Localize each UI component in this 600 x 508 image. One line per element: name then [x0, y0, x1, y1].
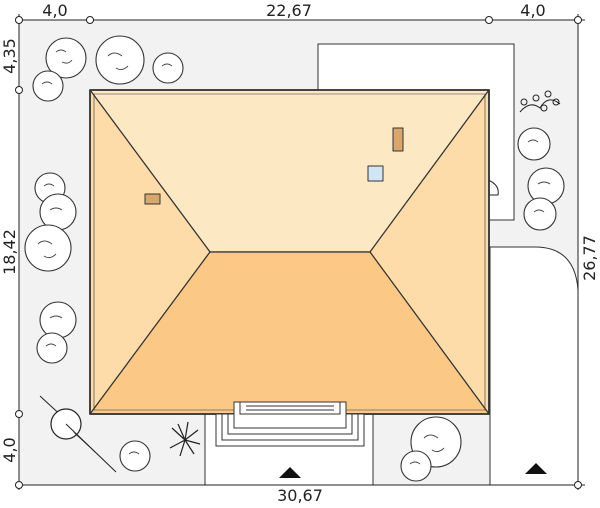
tree-icon: [24, 224, 72, 272]
house-roof: [89, 89, 490, 415]
landing-inner: [239, 401, 341, 415]
dim-node: [574, 481, 582, 489]
palm-plant-icon: [169, 421, 201, 457]
entrance-steps: [215, 401, 365, 447]
garden-path: [489, 246, 579, 486]
dim-label-top-right: 4,0: [520, 1, 545, 20]
tree-icon: [523, 197, 557, 231]
triangle-marker-icon: [525, 463, 547, 474]
dim-label-top-middle: 22,67: [266, 1, 312, 20]
compass-arrow-shaft: [65, 423, 117, 473]
dim-node: [574, 16, 582, 24]
dim-node: [15, 410, 23, 418]
dim-node: [15, 16, 23, 24]
dim-label-left-middle: 18,42: [0, 229, 19, 275]
tree-icon: [36, 332, 68, 364]
dim-label-bottom: 30,67: [277, 486, 323, 505]
tree-icon: [400, 450, 432, 482]
palm-frond: [169, 439, 186, 449]
shrub-leaf: [540, 104, 548, 112]
dim-label-right: 26,77: [580, 235, 599, 281]
skylight: [367, 165, 384, 182]
dim-node: [15, 481, 23, 489]
palm-frond: [184, 429, 199, 441]
dim-node: [485, 16, 493, 24]
chimney: [392, 127, 404, 152]
dim-label-left-bottom: 4,0: [0, 437, 19, 462]
dimension-lines: [15, 14, 585, 490]
palm-frond: [179, 439, 186, 457]
shrub-leaf: [544, 90, 552, 98]
palm-frond: [184, 421, 189, 441]
triangle-marker-icon: [279, 467, 301, 478]
palm-frond: [184, 439, 201, 445]
shrub-leaf: [520, 98, 528, 106]
compass-rose-icon: [39, 395, 117, 473]
tree-icon: [45, 37, 87, 79]
tree-icon: [152, 52, 184, 84]
trees: [24, 35, 565, 482]
tree-icon: [119, 440, 151, 472]
door-swing: [487, 179, 499, 196]
dim-node: [86, 16, 94, 24]
shrub-icon: [519, 90, 561, 113]
tree-icon: [39, 301, 77, 339]
shrub-leaf: [552, 98, 560, 106]
dim-node: [15, 86, 23, 94]
tree-icon: [517, 127, 551, 161]
palm-frond: [184, 439, 195, 455]
tree-icon: [32, 70, 64, 102]
palm-frond: [171, 427, 186, 441]
palm-frond: [177, 423, 186, 441]
tree-icon: [95, 35, 145, 85]
dim-label-top-left: 4,0: [42, 1, 67, 20]
dim-label-left-top: 4,35: [0, 38, 19, 74]
roof-vent: [144, 193, 161, 205]
shrub-leaf: [532, 94, 540, 102]
